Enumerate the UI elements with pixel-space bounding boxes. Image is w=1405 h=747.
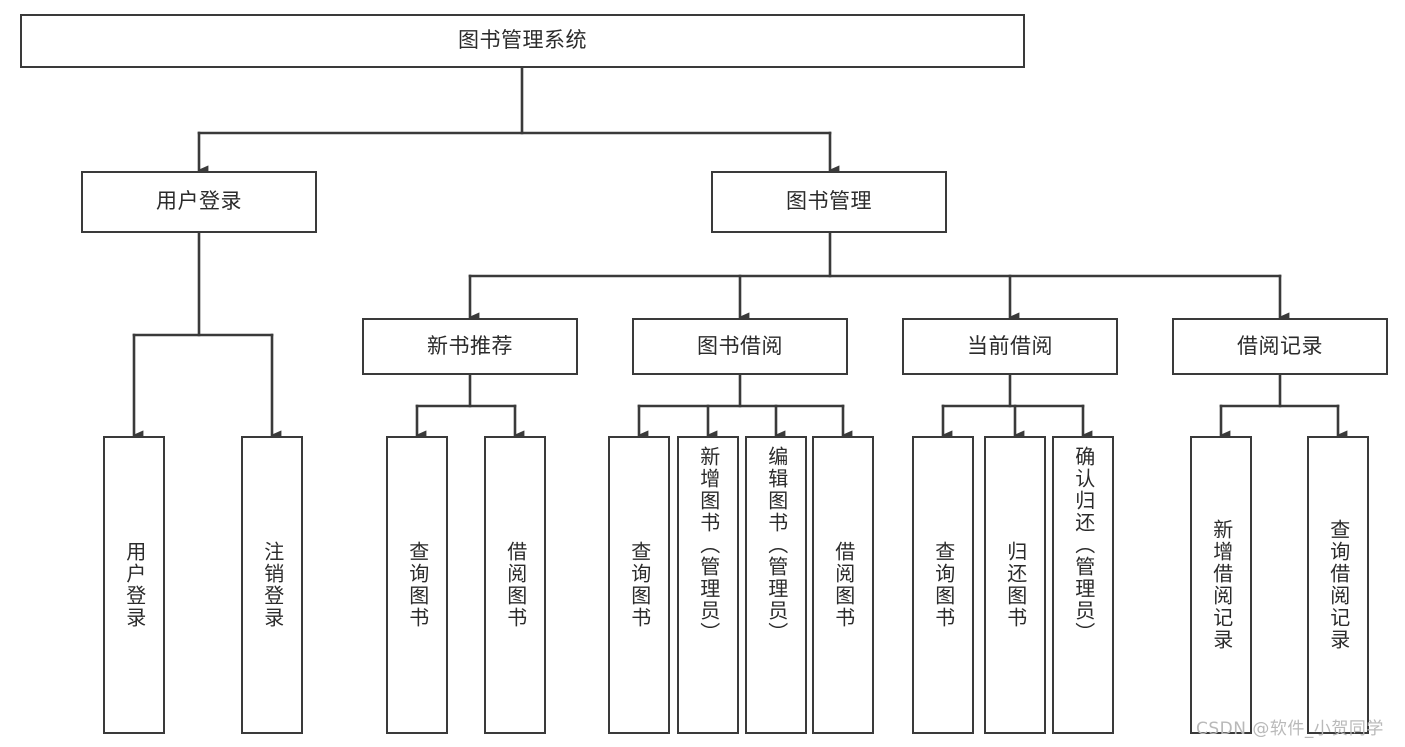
node-leaf-query-borrow-record[interactable]: 查询借阅记录 [1307,436,1369,734]
node-new-book-recommend[interactable]: 新书推荐 [362,318,578,375]
node-leaf-add-borrow-record[interactable]: 新增借阅记录 [1190,436,1252,734]
node-label: 借阅记录 [1237,333,1323,358]
node-label: 用户登录 [156,189,242,214]
node-label: 图书借阅 [697,333,783,358]
node-label: 图书管理系统 [458,28,587,53]
node-leaf-edit-book-admin[interactable]: 编辑图书（管理员） [745,436,807,734]
node-leaf-add-book-admin[interactable]: 新增图书（管理员） [677,436,739,734]
node-label: 注销登录 [260,541,285,629]
node-leaf-borrow-book-2[interactable]: 借阅图书 [812,436,874,734]
node-label: 用户登录 [122,541,147,629]
node-leaf-confirm-return-admin[interactable]: 确认归还（管理员） [1052,436,1114,734]
node-leaf-query-book-2[interactable]: 查询图书 [608,436,670,734]
node-root-system[interactable]: 图书管理系统 [20,14,1025,68]
node-label: 新书推荐 [427,333,513,358]
node-label: 编辑图书（管理员） [764,446,789,644]
node-leaf-return-book[interactable]: 归还图书 [984,436,1046,734]
node-leaf-user-login[interactable]: 用户登录 [103,436,165,734]
node-label: 借阅图书 [831,541,856,629]
node-label: 图书管理 [786,189,872,214]
node-user-login[interactable]: 用户登录 [81,171,317,233]
node-label: 当前借阅 [967,333,1053,358]
node-label: 新增图书（管理员） [696,446,721,644]
node-book-management[interactable]: 图书管理 [711,171,947,233]
node-label: 查询图书 [405,541,430,629]
node-label: 查询图书 [931,541,956,629]
node-label: 查询借阅记录 [1326,519,1351,651]
node-label: 新增借阅记录 [1209,519,1234,651]
node-leaf-query-book-1[interactable]: 查询图书 [386,436,448,734]
node-label: 归还图书 [1003,541,1028,629]
node-leaf-logout[interactable]: 注销登录 [241,436,303,734]
node-label: 借阅图书 [503,541,528,629]
node-label: 查询图书 [627,541,652,629]
node-book-borrow[interactable]: 图书借阅 [632,318,848,375]
node-borrow-record[interactable]: 借阅记录 [1172,318,1388,375]
node-leaf-query-book-3[interactable]: 查询图书 [912,436,974,734]
node-leaf-borrow-book-1[interactable]: 借阅图书 [484,436,546,734]
node-current-borrow[interactable]: 当前借阅 [902,318,1118,375]
node-label: 确认归还（管理员） [1071,446,1096,644]
